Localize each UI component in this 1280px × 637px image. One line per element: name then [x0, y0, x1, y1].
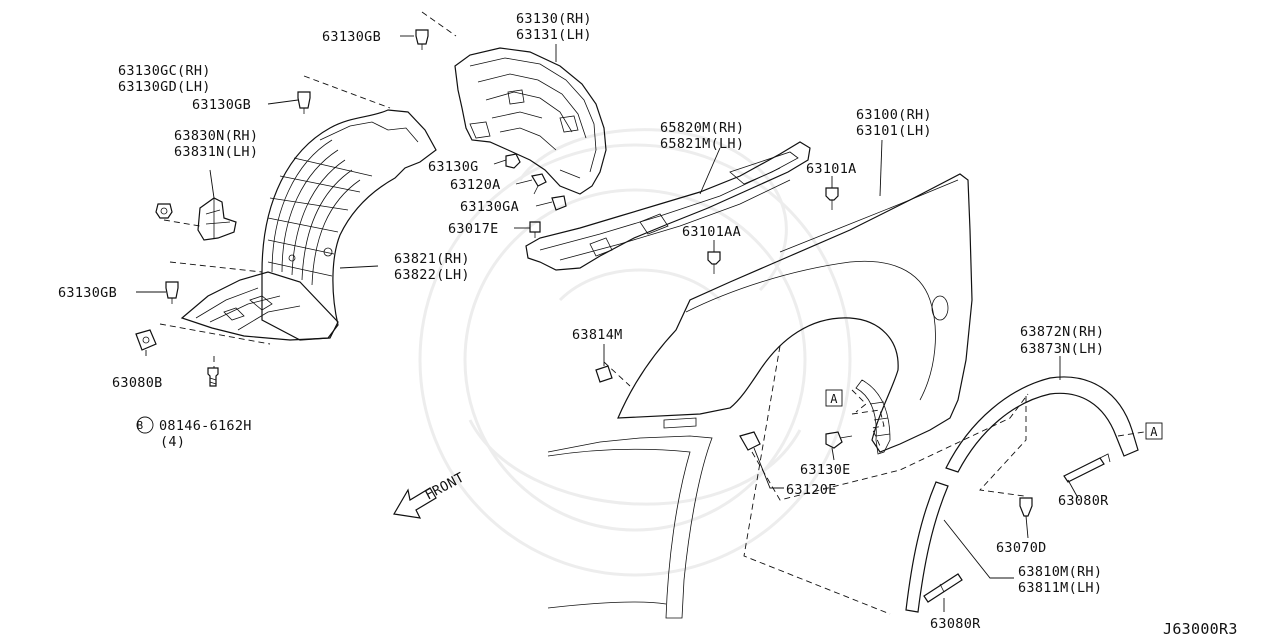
label-63130e: 63130E: [800, 462, 851, 478]
label-65820m-rh: 65820M(RH): [660, 120, 744, 136]
clip-gb-low[interactable]: [165, 281, 179, 304]
assembly-dashed-lines: [159, 11, 1145, 615]
bolt-mark-circle: [136, 416, 154, 434]
label-63130gd-lh: 63130GD(LH): [118, 79, 211, 95]
label-63130g: 63130G: [428, 159, 479, 175]
clip-63130ga[interactable]: [551, 195, 567, 211]
part-labels: 63130GB 63130(RH) 63131(LH) 63130GC(RH) …: [58, 11, 1238, 637]
pad-63814m[interactable]: [595, 365, 613, 383]
label-63101a: 63101A: [806, 161, 857, 177]
label-63130gb-top: 63130GB: [322, 29, 381, 45]
label-63120e: 63120E: [786, 482, 837, 498]
diagram-code: J63000R3: [1163, 620, 1238, 637]
clip-63101aa[interactable]: [707, 251, 721, 274]
watermark-emblem: [418, 128, 852, 577]
label-65821m-lh: 65821M(LH): [660, 136, 744, 152]
label-63017e: 63017E: [448, 221, 499, 237]
front-fender-panel[interactable]: [617, 173, 973, 453]
label-63830n-rh: 63830N(RH): [174, 128, 258, 144]
reference-box-a-right: [1145, 422, 1163, 440]
label-63822-lh: 63822(LH): [394, 267, 470, 283]
nut-63080b[interactable]: [135, 329, 157, 351]
label-63130gb-low: 63130GB: [58, 285, 117, 301]
label-63814m: 63814M: [572, 327, 623, 343]
rivet-63080r-bottom[interactable]: [923, 573, 963, 603]
clip-63101a[interactable]: [825, 187, 839, 210]
label-63831n-lh: 63831N(LH): [174, 144, 258, 160]
label-63130ga: 63130GA: [460, 199, 519, 215]
clip-63130g[interactable]: [505, 153, 521, 169]
ref-a-right: A: [1150, 425, 1158, 439]
label-63810m-rh: 63810M(RH): [1018, 564, 1102, 580]
bolt-08146[interactable]: [207, 367, 219, 387]
arch-molding-63810m[interactable]: [905, 481, 949, 613]
screw-63120a[interactable]: [531, 173, 547, 195]
clip-gb-top[interactable]: [415, 29, 429, 50]
label-63080r-right: 63080R: [1058, 493, 1109, 509]
label-63101-lh: 63101(LH): [856, 123, 932, 139]
arch-molding-63872n[interactable]: [945, 376, 1139, 473]
reference-box-a-left: [825, 389, 843, 407]
clip-63017e[interactable]: [529, 221, 541, 238]
label-63080r-bottom: 63080R: [930, 616, 981, 632]
label-63101aa: 63101AA: [682, 224, 741, 240]
label-63120a: 63120A: [450, 177, 501, 193]
label-63130-rh: 63130(RH): [516, 11, 592, 27]
fender-lower-edge: [547, 435, 713, 619]
clip-gc[interactable]: [155, 203, 173, 219]
label-63100-rh: 63100(RH): [856, 107, 932, 123]
ref-a-left: A: [830, 392, 838, 406]
clip-63070d[interactable]: [1019, 497, 1033, 517]
label-63130gb-mid: 63130GB: [192, 97, 251, 113]
label-63873n-lh: 63873N(LH): [1020, 341, 1104, 357]
clip-63130e[interactable]: [825, 431, 853, 449]
arch-inner-trim: [855, 379, 891, 455]
bracket-63830n[interactable]: [197, 197, 237, 241]
label-63070d: 63070D: [996, 540, 1047, 556]
label-63811m-lh: 63811M(LH): [1018, 580, 1102, 596]
clip-gb-mid[interactable]: [297, 91, 311, 114]
front-direction-label: FRONT: [422, 470, 467, 504]
rivet-63080r-right[interactable]: [1063, 453, 1111, 483]
label-63130gc-rh: 63130GC(RH): [118, 63, 211, 79]
label-63131-lh: 63131(LH): [516, 27, 592, 43]
label-63872n-rh: 63872N(RH): [1020, 324, 1104, 340]
front-arrow-icon: [393, 487, 437, 519]
label-bolt-qty: (4): [160, 434, 185, 450]
fender-seal-strip[interactable]: [525, 141, 811, 271]
label-63821-rh: 63821(RH): [394, 251, 470, 267]
leader-lines: [136, 35, 1079, 612]
fender-liner-front[interactable]: [180, 109, 437, 341]
fender-liner-rear[interactable]: [454, 47, 607, 195]
bolt-mark-letter: B: [137, 419, 144, 432]
label-63080b: 63080B: [112, 375, 163, 391]
label-08146-6162h: 08146-6162H: [159, 418, 252, 434]
clip-63120e[interactable]: [739, 431, 761, 451]
